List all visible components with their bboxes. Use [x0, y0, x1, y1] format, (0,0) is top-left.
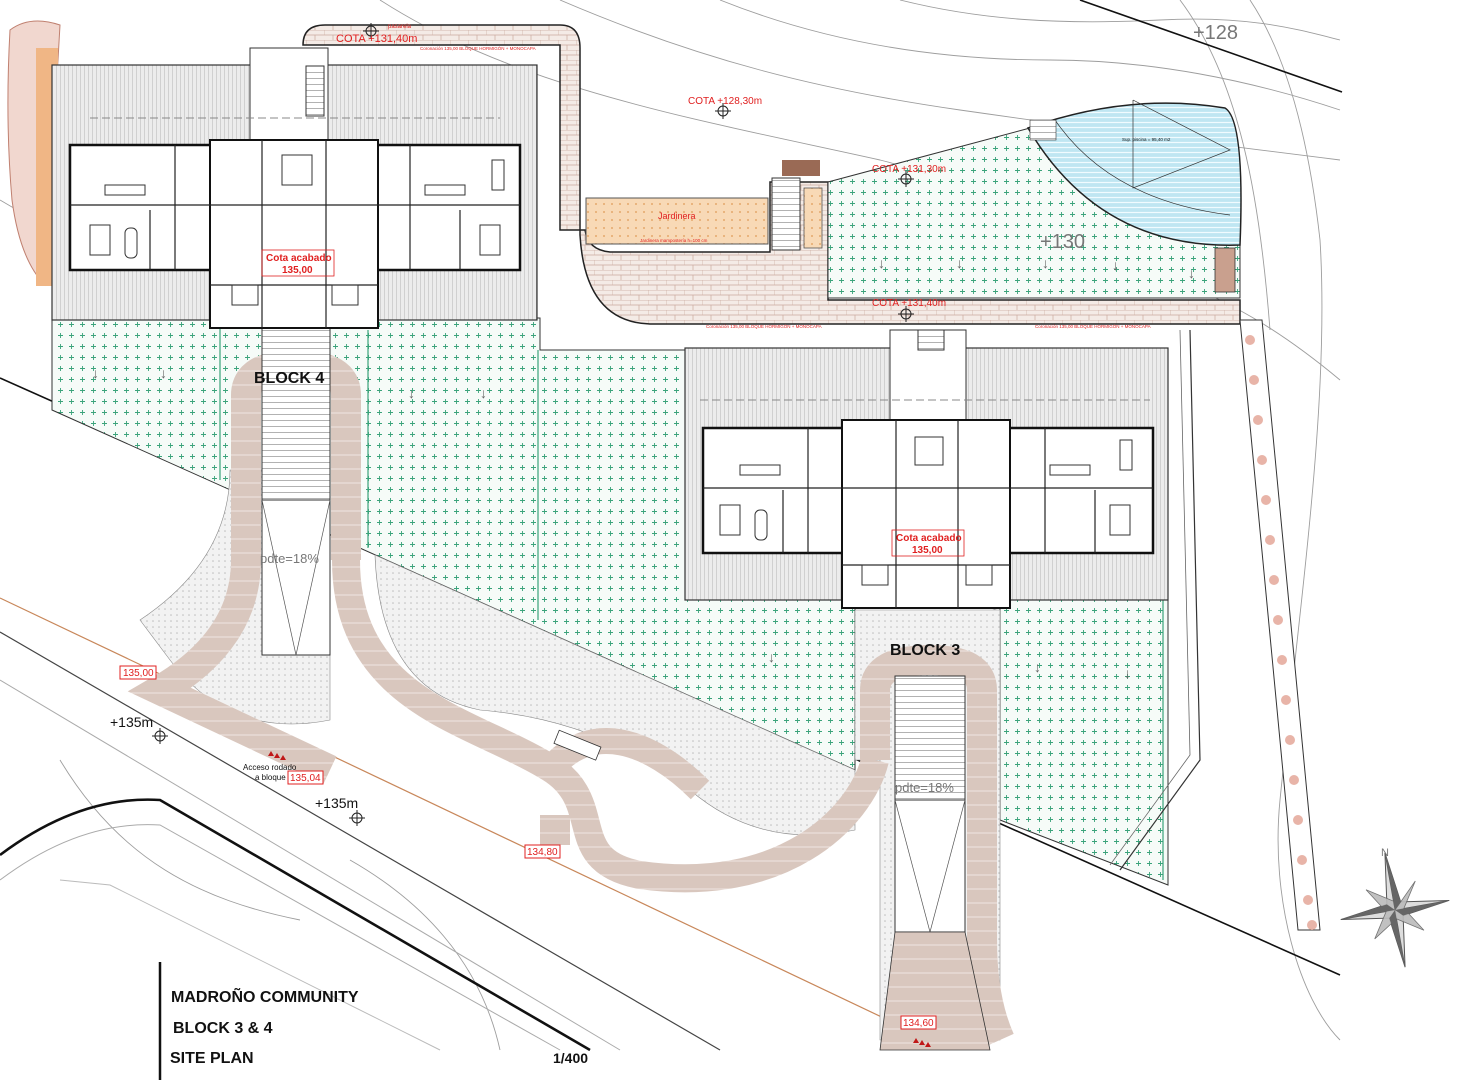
survey-marker-icon — [152, 728, 168, 744]
svg-text:↓: ↓ — [160, 365, 167, 381]
level-tag-box — [119, 665, 157, 680]
project-title: MADROÑO COMMUNITY — [171, 986, 359, 1006]
finish-level-label: Cota acabado — [896, 533, 962, 544]
finish-level-box — [891, 529, 965, 557]
north-arrow-icon — [1340, 852, 1450, 968]
svg-text:↓: ↓ — [408, 385, 415, 401]
drainage-arrows: ↓ ↓ ↓ ↓ ↓ ↓ ↓ ↓ ↓ ↓ ↓ ↓ — [92, 255, 1195, 681]
level-tag-box — [287, 770, 324, 785]
east-wall-inner — [1109, 329, 1191, 866]
north-label: N — [1381, 847, 1389, 859]
ramp-block4-arrow — [261, 499, 331, 656]
svg-text:↓: ↓ — [1124, 665, 1131, 681]
level-tag-box — [524, 844, 561, 859]
coronacion-note: Coronación 135,00 BLOQUE HORMIGÓN + MONO… — [706, 323, 822, 329]
finish-level-box — [261, 249, 335, 277]
level-tag-box — [900, 1015, 937, 1030]
elevation-label: +135m — [110, 714, 153, 730]
slope-label: pdte=18% — [895, 780, 954, 795]
finish-level-value: 135,00 — [912, 545, 943, 556]
contour-label: +128 — [1193, 22, 1238, 44]
planter-note: Jardinera mampostería h=100 cm — [640, 238, 708, 243]
level-tag: 134,80 — [527, 847, 558, 858]
median-island — [553, 729, 602, 761]
coronacion-note: Coronación 135,00 BLOQUE HORMIGÓN + MONO… — [1035, 323, 1151, 329]
pool-stair — [1029, 119, 1057, 141]
level-tag: 134,60 — [903, 1018, 934, 1029]
planter-small — [803, 187, 823, 249]
contour-label: +130 — [1040, 231, 1085, 253]
finish-level-value: 135,00 — [282, 265, 313, 276]
title-block — [0, 960, 740, 1080]
coronacion-note: Coronación 135,00 BLOQUE HORMIGÓN + MONO… — [420, 45, 536, 51]
slope-label: pdte=18% — [260, 551, 319, 566]
building-block4 — [51, 47, 538, 329]
svg-text:↓: ↓ — [480, 385, 487, 401]
survey-marker-icon — [898, 306, 914, 322]
swimming-pool — [1026, 102, 1242, 246]
svg-text:↓: ↓ — [956, 255, 963, 271]
ramp-block4-lower — [261, 499, 331, 656]
access-label: a bloque — [255, 773, 286, 782]
planter-label: Jardinera — [658, 211, 696, 221]
survey-marker-icon — [898, 171, 914, 187]
svg-text:↓: ↓ — [1112, 257, 1119, 273]
svg-text:↓: ↓ — [1042, 255, 1049, 271]
block3-label: BLOCK 3 — [890, 642, 960, 659]
stair-landing — [782, 160, 820, 176]
building-block3 — [684, 329, 1169, 609]
svg-text:↓: ↓ — [92, 365, 99, 381]
svg-text:↓: ↓ — [1188, 265, 1195, 281]
survey-marker-icon — [715, 103, 731, 119]
elevation-label: COTA +128,30m — [688, 96, 762, 107]
level-tag: 135,04 — [290, 773, 321, 784]
finish-level-label: Cota acabado — [266, 253, 332, 264]
brick-terrace — [302, 24, 1241, 325]
survey-marker-icon — [363, 23, 379, 39]
pasarela-label: pasarela — [388, 24, 412, 30]
access-triangles-icon — [268, 751, 931, 1047]
svg-text:↓: ↓ — [878, 255, 885, 271]
svg-text:↓: ↓ — [768, 649, 775, 665]
garden-block3-east — [999, 599, 1169, 886]
block4-label: BLOCK 4 — [254, 370, 324, 387]
pool-lines — [1054, 99, 1231, 216]
survey-markers — [152, 23, 914, 826]
terrace-equipment — [1214, 247, 1236, 293]
level-tag: 135,00 — [123, 668, 154, 679]
paved-paths — [127, 349, 1014, 1047]
ramp-block3-lower — [894, 799, 966, 933]
planter — [585, 197, 769, 245]
svg-text:↓: ↓ — [1034, 659, 1041, 675]
elevation-label: +135m — [315, 795, 358, 811]
pool-area-label: Sup. piscina = 95,40 m2 — [1122, 137, 1171, 142]
block-title: BLOCK 3 & 4 — [173, 1020, 273, 1037]
east-planting-strip — [1239, 319, 1321, 931]
drawing-scale: 1/400 — [553, 1050, 588, 1066]
access-label: Acceso rodado — [243, 763, 297, 772]
terrace-stair — [771, 177, 801, 251]
elevation-label: COTA +131,30m — [872, 164, 946, 175]
elevation-label: COTA +131,40m — [872, 298, 946, 309]
elevation-label: COTA +131,40m — [336, 33, 417, 45]
drawing-title: SITE PLAN — [170, 1050, 254, 1067]
east-trees — [1245, 335, 1317, 930]
survey-marker-icon — [349, 810, 365, 826]
east-wall — [1119, 329, 1201, 871]
garden-dividers — [219, 320, 1164, 880]
